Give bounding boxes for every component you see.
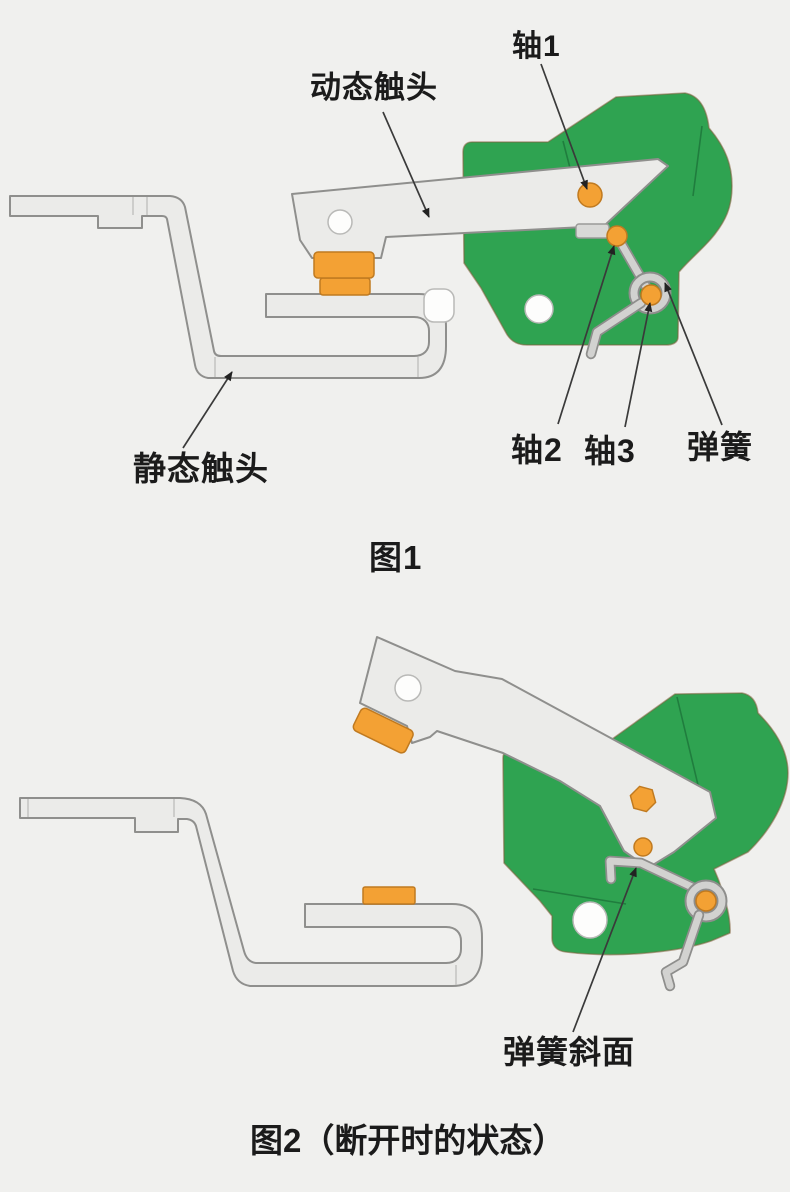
caption-figure2: 图2（断开时的状态） xyxy=(250,1122,566,1159)
moving-contact-lever-fig1 xyxy=(291,158,669,259)
shaft1-pin xyxy=(577,182,603,208)
housing-hole-fig1 xyxy=(524,294,554,324)
figure2-drawing xyxy=(19,636,789,1033)
lever-hole-fig1 xyxy=(327,209,353,235)
spring-coil-pin-fig2 xyxy=(695,890,717,912)
figure1-drawing xyxy=(9,63,733,449)
static-contact-shape-fig2 xyxy=(19,797,483,987)
spring-coil-inner-fig2 xyxy=(686,881,726,921)
label-static-contact: 静态触头 xyxy=(133,450,269,487)
housing-tab-fig1 xyxy=(423,288,455,323)
bottom-edge-strip xyxy=(0,1192,790,1200)
static-contact-shape-fig1 xyxy=(9,195,447,379)
spring-leg-inner-fig2 xyxy=(662,911,703,990)
lever-hole-fig2 xyxy=(394,674,422,702)
label-shaft1: 轴1 xyxy=(512,30,561,63)
linkage-tab-fig1 xyxy=(575,223,610,239)
label-spring: 弹簧 xyxy=(687,429,754,465)
static-contact-seams-fig2 xyxy=(27,799,457,985)
label-shaft2: 轴2 xyxy=(511,432,563,468)
static-contact-seams-fig1 xyxy=(132,197,419,377)
spring-wire-inner-fig1 xyxy=(587,299,645,358)
leader-moving-contact xyxy=(382,111,430,218)
housing-crease-fig2 xyxy=(532,696,699,905)
shaft2-pin-fig2 xyxy=(633,837,653,857)
label-shaft3: 轴3 xyxy=(584,433,636,469)
label-spring-slope: 弹簧斜面 xyxy=(503,1034,636,1070)
moving-contact-pad-fig2 xyxy=(352,707,414,754)
caption-figure1: 图1 xyxy=(369,539,423,576)
leader-shaft3 xyxy=(624,302,653,428)
housing-hole-fig2 xyxy=(572,901,608,939)
spring-hook-inner-fig2 xyxy=(606,857,696,891)
moving-contact-pad-fig1 xyxy=(313,251,375,279)
shaft2-pin xyxy=(606,225,628,247)
static-contact-pad-fig2 xyxy=(362,886,416,905)
static-contact-pad-fig1 xyxy=(319,277,371,296)
leader-shaft1 xyxy=(540,63,588,190)
leader-static-contact xyxy=(182,371,233,449)
leader-spring-slope xyxy=(572,867,637,1033)
label-moving-contact: 动态触头 xyxy=(310,70,438,105)
leader-shaft2 xyxy=(557,245,616,425)
shaft1-pin-fig2 xyxy=(629,785,657,813)
leader-spring xyxy=(664,282,723,426)
shaft3-pin xyxy=(640,284,662,306)
